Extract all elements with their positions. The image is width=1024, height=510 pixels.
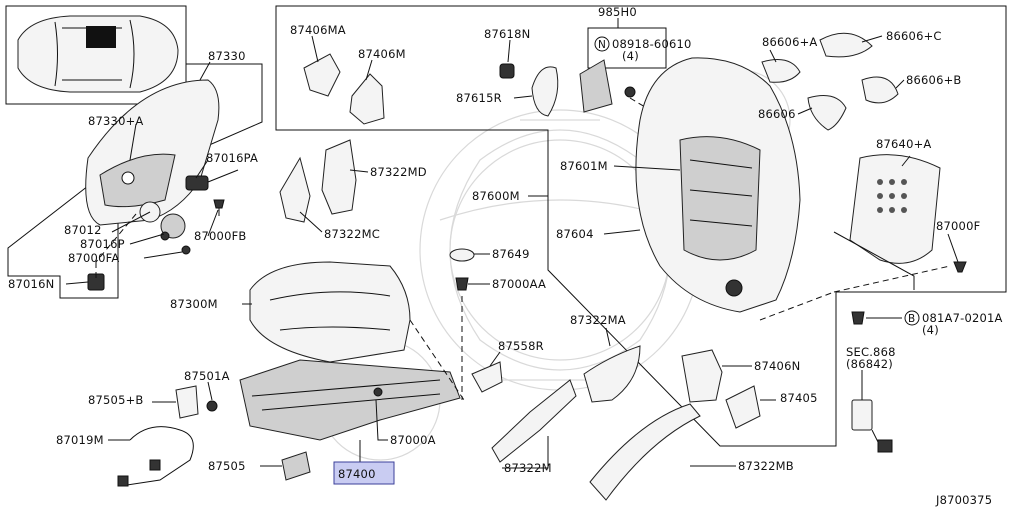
backrest-group-frame — [275, 5, 1007, 447]
part-985h0-module — [579, 27, 667, 117]
label-87405[interactable]: 87405 — [780, 391, 818, 405]
label-87558r[interactable]: 87558R — [498, 339, 544, 353]
label-87000fb[interactable]: 87000FB — [194, 229, 247, 243]
seat-location-marker — [86, 26, 116, 48]
label-87505[interactable]: 87505 — [208, 459, 246, 473]
part-87405-cover — [725, 385, 761, 429]
part-87322mb-finisher — [589, 403, 701, 501]
label-87501a[interactable]: 87501A — [184, 369, 230, 383]
label-87406n[interactable]: 87406N — [754, 359, 800, 373]
part-87406m-cover — [349, 73, 385, 125]
label-87640-plus-a[interactable]: 87640+A — [876, 137, 932, 151]
label-87322m[interactable]: 87322M — [504, 461, 552, 475]
part-87406n-cover — [681, 349, 723, 403]
label-87406m[interactable]: 87406M — [358, 47, 406, 61]
label-081a7-0201a[interactable]: 081A7-0201A — [922, 311, 1003, 325]
label-87012[interactable]: 87012 — [64, 223, 102, 237]
label-87601m[interactable]: 87601M — [560, 159, 608, 173]
label-08918-qty: (4) — [622, 49, 639, 63]
part-87000f-bolt — [953, 261, 967, 273]
part-86606c-trim — [819, 32, 873, 58]
label-87649[interactable]: 87649 — [492, 247, 530, 261]
part-87400-seat-frame — [239, 359, 461, 441]
part-87505b-cover — [175, 385, 199, 419]
b-circle-symbol: B — [904, 310, 920, 326]
part-87330-side-shell — [85, 79, 220, 226]
label-87505-plus-b[interactable]: 87505+B — [88, 393, 144, 407]
part-86606b-trim — [861, 76, 899, 104]
part-87322m-finisher — [491, 379, 577, 463]
label-87400[interactable]: 87400 — [338, 467, 376, 481]
label-87618n[interactable]: 87618N — [484, 27, 530, 41]
part-87406ma-cover — [303, 53, 341, 97]
label-87000a[interactable]: 87000A — [390, 433, 436, 447]
part-87322md-finisher — [321, 139, 357, 215]
part-87322ma-finisher — [583, 345, 641, 403]
label-87000aa[interactable]: 87000AA — [492, 277, 546, 291]
label-87300m[interactable]: 87300M — [170, 297, 218, 311]
car-thumbnail — [5, 5, 187, 105]
b-circle-letter: B — [908, 313, 915, 325]
label-87000fa[interactable]: 87000FA — [68, 251, 119, 265]
part-87615r-handle — [531, 66, 559, 117]
label-87406ma[interactable]: 87406MA — [290, 23, 346, 37]
label-86842[interactable]: (86842) — [846, 357, 893, 371]
selected-part-highlight — [333, 461, 395, 485]
n-circle-letter: N — [598, 39, 606, 51]
label-87016pa[interactable]: 87016PA — [206, 151, 258, 165]
part-86842-buckle — [851, 399, 893, 453]
part-87300m-cushion — [249, 261, 411, 363]
n-circle-symbol: N — [594, 36, 610, 52]
label-87019m[interactable]: 87019M — [56, 433, 104, 447]
label-87016n[interactable]: 87016N — [8, 277, 54, 291]
part-86606-trim — [807, 95, 847, 131]
part-87505-cover — [281, 451, 311, 481]
label-87615r[interactable]: 87615R — [456, 91, 502, 105]
part-87618n-clip — [499, 63, 515, 79]
label-87016p[interactable]: 87016P — [80, 237, 125, 251]
part-87501a-bolt — [206, 400, 218, 412]
diagram-id: J8700375 — [935, 493, 992, 507]
part-labels: 87330 87330+A 87016PA 87012 87016P 87000… — [8, 5, 1003, 507]
part-87000fa-bolt — [181, 245, 191, 255]
part-87640a-back-panel — [833, 154, 941, 290]
label-87330[interactable]: 87330 — [208, 49, 246, 63]
label-87600m[interactable]: 87600M — [472, 189, 520, 203]
leader-lines — [65, 18, 959, 469]
label-87330-plus-a[interactable]: 87330+A — [88, 114, 144, 128]
part-87000aa-bolt — [455, 277, 469, 291]
label-985h0[interactable]: 985H0 — [598, 5, 637, 19]
label-87322mc[interactable]: 87322MC — [324, 227, 380, 241]
label-87322md[interactable]: 87322MD — [370, 165, 427, 179]
part-87649-cap — [449, 248, 475, 262]
label-86606-plus-a[interactable]: 86606+A — [762, 35, 818, 49]
label-86606-plus-c[interactable]: 86606+C — [886, 29, 942, 43]
part-87558r-part — [471, 361, 503, 393]
part-081a7-bolt — [851, 311, 865, 325]
label-87604[interactable]: 87604 — [556, 227, 594, 241]
label-87322ma[interactable]: 87322MA — [570, 313, 626, 327]
part-87019m-harness — [117, 426, 194, 487]
label-87000f[interactable]: 87000F — [936, 219, 980, 233]
part-86606a-trim — [761, 59, 801, 83]
label-86606[interactable]: 86606 — [758, 107, 796, 121]
label-sec-868[interactable]: SEC.868 — [846, 345, 896, 359]
part-87600m-seatback — [635, 57, 801, 313]
part-87322mc-finisher — [279, 156, 311, 223]
label-08918-60610[interactable]: 08918-60610 — [612, 37, 692, 51]
label-86606-plus-b[interactable]: 86606+B — [906, 73, 962, 87]
part-87000fb-bolt — [213, 199, 225, 216]
label-081a7-qty: (4) — [922, 323, 939, 337]
label-87322mb[interactable]: 87322MB — [738, 459, 794, 473]
